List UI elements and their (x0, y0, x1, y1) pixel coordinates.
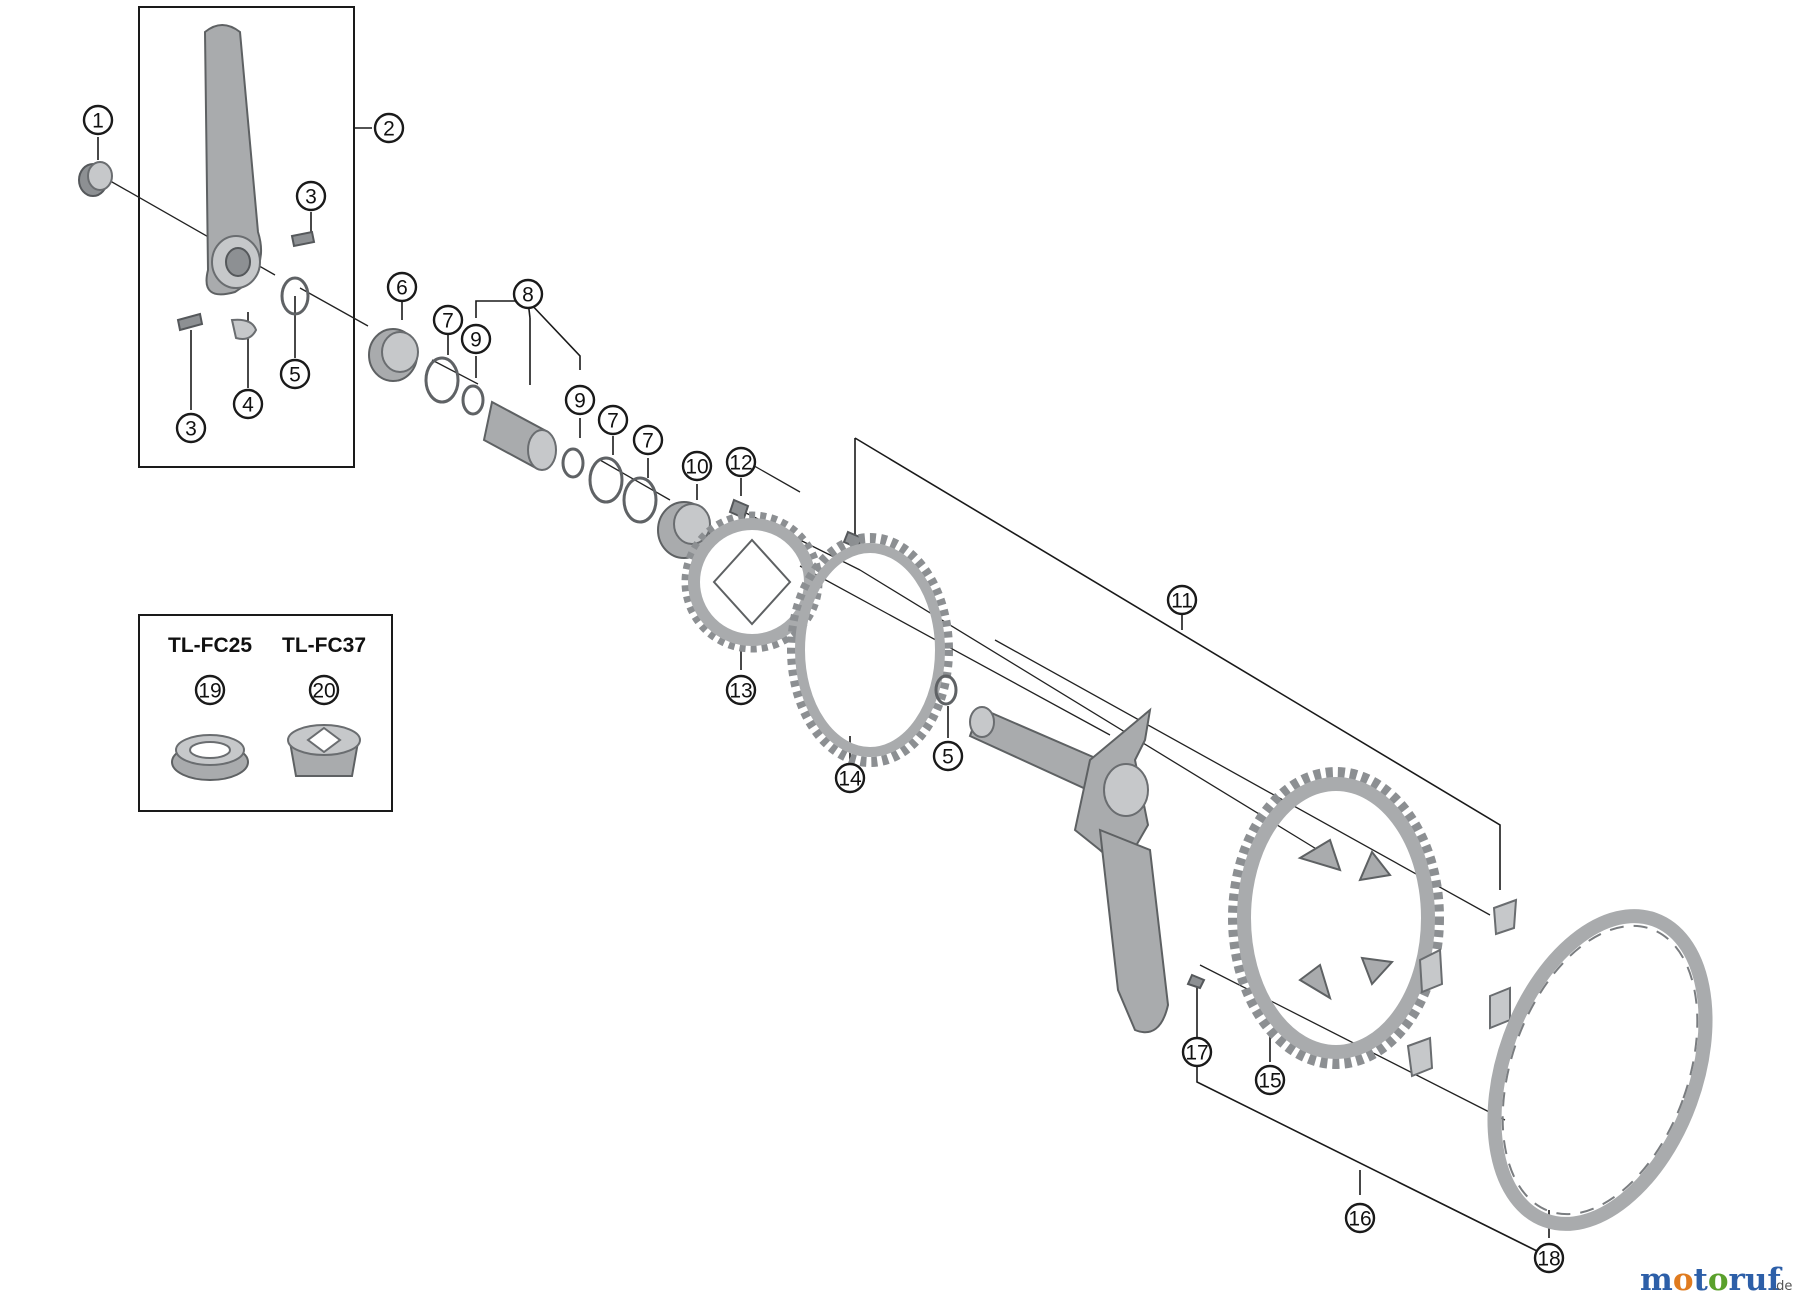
callout-9b: 9 (564, 384, 596, 416)
callout-7a: 7 (432, 304, 464, 336)
svg-text:9: 9 (470, 329, 482, 352)
safety-plate-part (230, 318, 258, 340)
callout-4: 4 (232, 388, 264, 420)
svg-text:16: 16 (1348, 1208, 1371, 1231)
callout-6: 6 (386, 271, 418, 303)
svg-text:15: 15 (1258, 1070, 1281, 1093)
middle-chainring-part (787, 533, 953, 767)
callout-11: 11 (1166, 584, 1198, 616)
svg-text:5: 5 (289, 364, 301, 387)
callout-9a: 9 (460, 323, 492, 355)
svg-text:11: 11 (1171, 590, 1193, 613)
svg-text:13: 13 (729, 680, 752, 703)
svg-text:12: 12 (729, 452, 752, 475)
svg-text:7: 7 (607, 410, 619, 433)
svg-text:17: 17 (1185, 1042, 1208, 1065)
callout-13: 13 (725, 674, 757, 706)
bb-cup-left-part (368, 328, 419, 382)
spacer-ring-9b (561, 447, 585, 479)
o-ring-5b (934, 674, 958, 706)
tool-label-tl-fc25: TL-FC25 (168, 634, 252, 657)
spacer-ring-7c (622, 476, 658, 524)
svg-text:5: 5 (942, 746, 954, 769)
o-ring-part (280, 276, 310, 316)
svg-text:10: 10 (685, 456, 708, 479)
svg-text:3: 3 (185, 418, 197, 441)
callout-5a: 5 (279, 358, 311, 390)
bracket-11 (854, 437, 1501, 890)
left-crank-arm-part (203, 24, 263, 296)
bb-sleeve-part (482, 400, 557, 471)
callout-3a: 3 (295, 180, 327, 212)
watermark-brand: motoruf (1640, 1262, 1782, 1298)
chain-guard-part (1487, 909, 1713, 1231)
svg-text:3: 3 (305, 186, 317, 209)
svg-text:8: 8 (522, 284, 534, 307)
svg-text:14: 14 (838, 768, 862, 791)
callout-8: 8 (512, 278, 544, 310)
guard-bolt-part (1186, 973, 1206, 990)
callout-18: 18 (1533, 1242, 1565, 1274)
svg-text:4: 4 (242, 394, 254, 417)
watermark-logo: motoruf .de (1640, 1262, 1792, 1298)
spacer-ring-7b (588, 456, 624, 504)
tool-label-tl-fc37: TL-FC37 (282, 634, 366, 657)
tools-box-frame (138, 614, 393, 812)
large-chainring-part (1228, 767, 1444, 1069)
callout-10: 10 (681, 450, 713, 482)
callout-15: 15 (1254, 1064, 1286, 1096)
svg-text:19: 19 (198, 680, 221, 703)
svg-text:9: 9 (574, 390, 586, 413)
callout-2: 2 (373, 112, 405, 144)
guard-bolt-axis (1199, 964, 1506, 1121)
spacer-ring-7a (424, 356, 460, 404)
left-crank-arm-group-frame (138, 6, 355, 468)
watermark-tld: .de (1772, 1279, 1792, 1294)
callout-1: 1 (82, 104, 114, 136)
callout-14: 14 (834, 762, 866, 794)
svg-text:7: 7 (442, 310, 454, 333)
pinch-bolt-part (176, 230, 316, 332)
callout-3b: 3 (175, 412, 207, 444)
callout-12: 12 (725, 446, 757, 478)
svg-text:7: 7 (642, 430, 654, 453)
callout-5b: 5 (932, 740, 964, 772)
svg-text:1: 1 (92, 110, 104, 133)
svg-text:6: 6 (396, 277, 408, 300)
callout-16: 16 (1344, 1202, 1376, 1234)
svg-text:18: 18 (1537, 1248, 1560, 1271)
right-crank-arm-part (968, 706, 1170, 1034)
svg-text:2: 2 (383, 118, 395, 141)
svg-text:20: 20 (312, 680, 335, 703)
callout-17: 17 (1181, 1036, 1213, 1068)
crank-cap-part (78, 161, 113, 197)
tool-tl-fc25-part (171, 734, 249, 781)
callout-19: 19 (194, 674, 226, 706)
callout-20: 20 (308, 674, 340, 706)
bracket-8-9 (475, 300, 581, 385)
main-axis-line (104, 177, 1111, 736)
tool-tl-fc37-part (287, 724, 361, 777)
callout-7c: 7 (632, 424, 664, 456)
spacer-ring-9a (461, 384, 485, 416)
callout-7b: 7 (597, 404, 629, 436)
